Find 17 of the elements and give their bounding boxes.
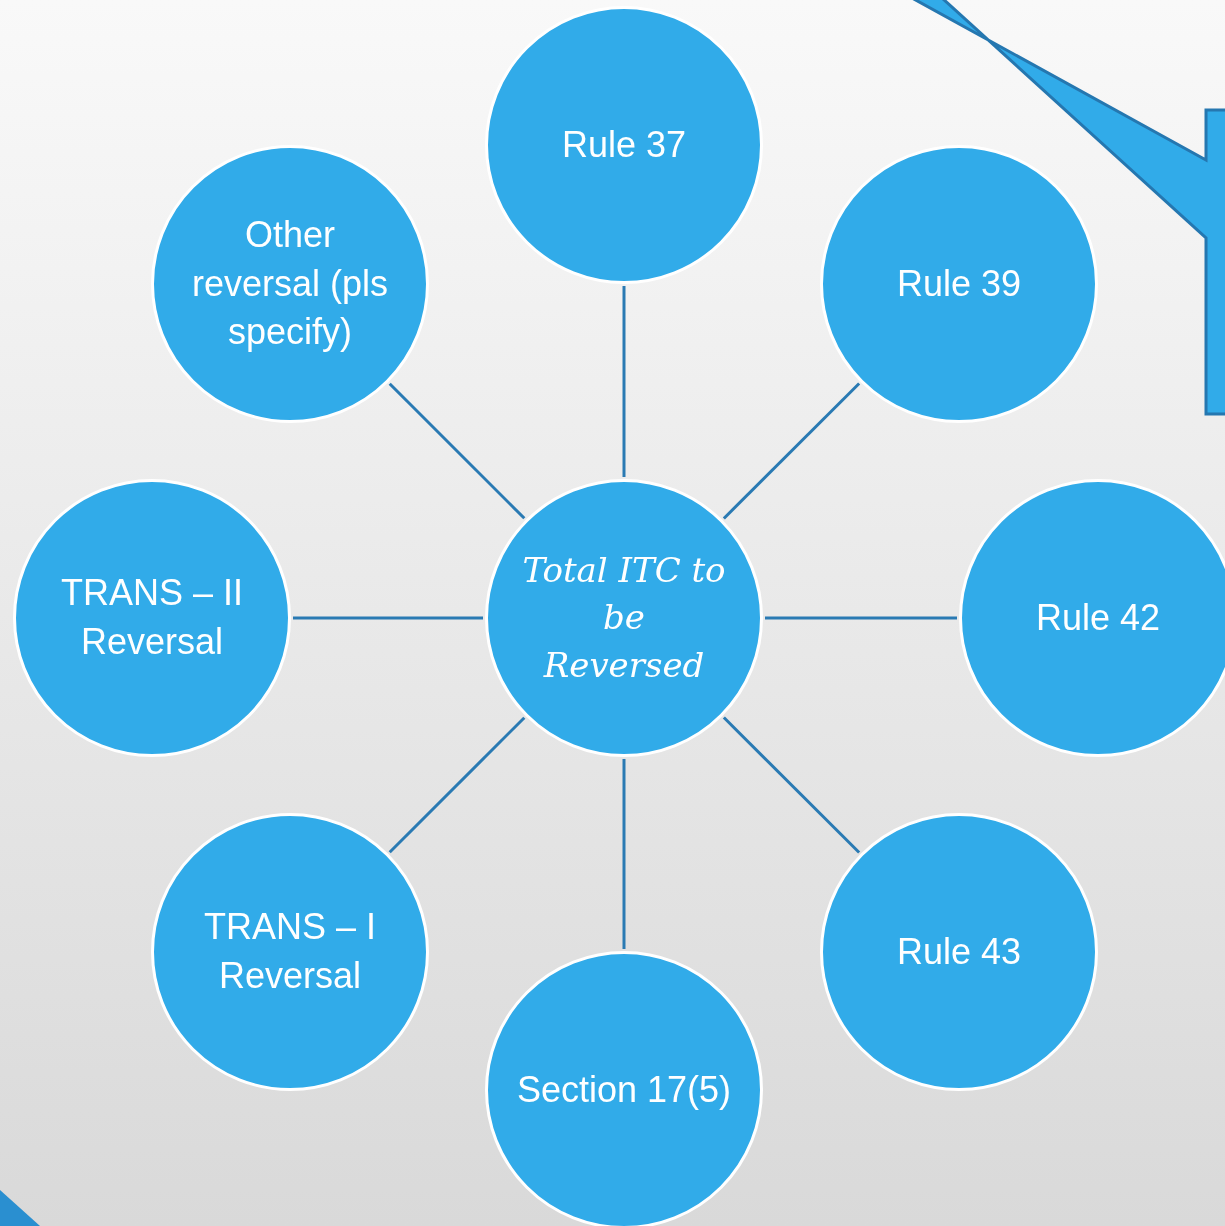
node-label: Rule 39 bbox=[895, 261, 1023, 306]
node-label: Total ITC to be Reversed bbox=[521, 548, 727, 687]
node-label: Section 17(5) bbox=[515, 1067, 733, 1112]
node-label: TRANS – I Reversal bbox=[202, 905, 377, 998]
connector-line bbox=[388, 382, 526, 520]
node-label: Rule 42 bbox=[1034, 595, 1162, 640]
node-label: TRANS – II Reversal bbox=[59, 571, 244, 664]
connector-line bbox=[622, 286, 626, 477]
node-label: Rule 43 bbox=[895, 929, 1023, 974]
node-label: Other reversal (pls specify) bbox=[190, 213, 390, 355]
connector-line bbox=[722, 716, 861, 854]
connector-line bbox=[622, 759, 626, 949]
connector-line bbox=[293, 616, 483, 620]
connector-line bbox=[388, 716, 526, 854]
connector-line bbox=[765, 616, 957, 620]
node-label: Rule 37 bbox=[560, 122, 688, 167]
connector-line bbox=[722, 382, 861, 520]
